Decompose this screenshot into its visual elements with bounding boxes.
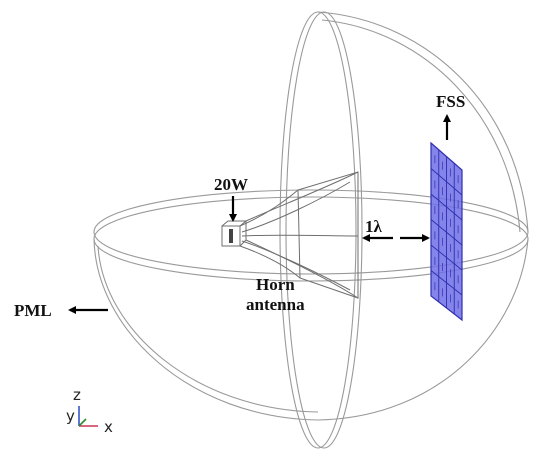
pml-upper-right-arc bbox=[317, 11, 529, 233]
distance-label: 1λ bbox=[365, 217, 383, 236]
horn-label-line1: Horn bbox=[256, 275, 295, 294]
annotation-arrows bbox=[68, 114, 451, 314]
source-power-label: 20W bbox=[214, 175, 248, 194]
triad-z-label: z bbox=[73, 386, 81, 404]
coordinate-triad: z y x bbox=[66, 386, 113, 436]
horn-antenna bbox=[221, 171, 359, 299]
triad-y-label: y bbox=[66, 407, 75, 425]
feed-port bbox=[229, 229, 233, 243]
pml-lower-hemisphere bbox=[93, 238, 529, 421]
fss-panel bbox=[430, 141, 463, 322]
horn-label-line2: antenna bbox=[246, 295, 305, 314]
pml-vertical-plane bbox=[279, 11, 363, 449]
fss-label: FSS bbox=[436, 92, 465, 111]
triad-y-line bbox=[78, 418, 87, 427]
fss-grid-line bbox=[430, 270, 463, 296]
fss-grid-line bbox=[430, 168, 463, 196]
fss-grid-line bbox=[430, 219, 463, 246]
pml-label: PML bbox=[14, 301, 52, 320]
fss-grid-line bbox=[430, 193, 463, 221]
triad-x-label: x bbox=[104, 418, 113, 436]
fss-grid-line bbox=[430, 244, 463, 271]
